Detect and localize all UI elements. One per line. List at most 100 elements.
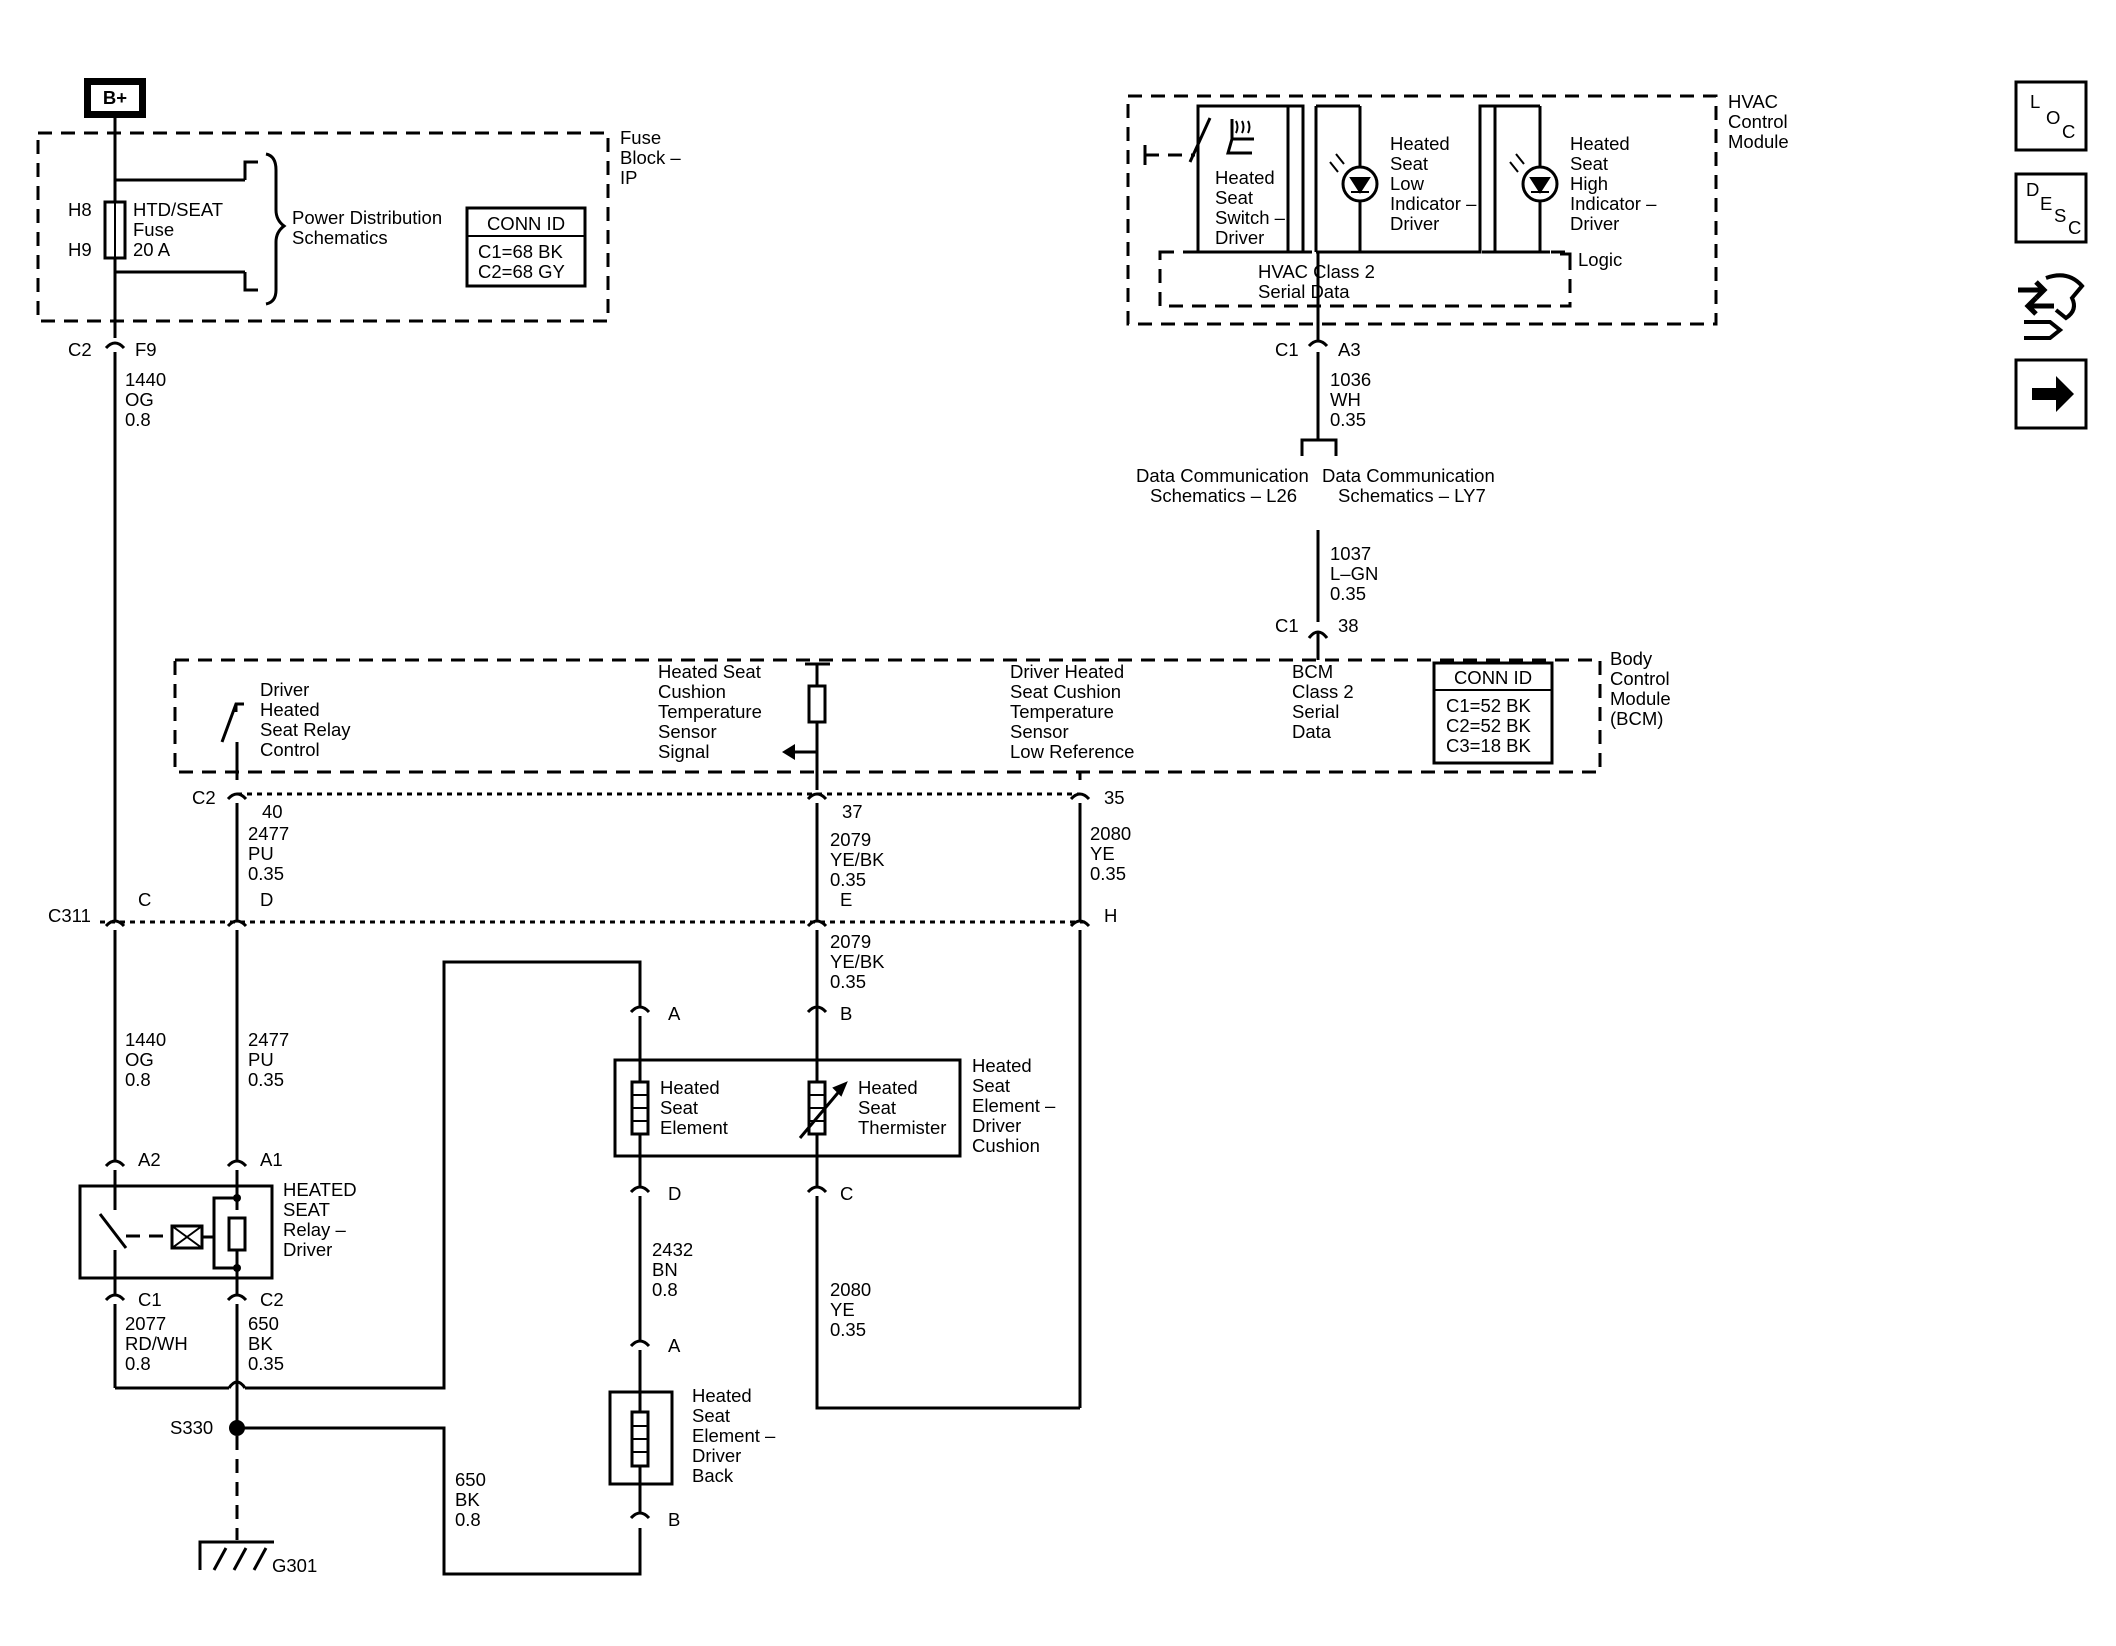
hvac-serial-1: HVAC Class 2 [1258, 261, 1375, 282]
mid-harness: 2477 PU 0.35 2079 YE/BK 0.35 2080 YE 0.3… [48, 803, 1131, 1408]
wire-1440-size: 0.8 [125, 409, 151, 430]
cushion-name-5: Cushion [972, 1135, 1040, 1156]
wire-650b-size: 0.8 [455, 1509, 481, 1530]
cushion-pin-b: B [840, 1003, 852, 1024]
wire-1440b-color: OG [125, 1049, 154, 1070]
relay-pin-c1: C1 [138, 1289, 162, 1310]
wire-650b-color: BK [455, 1489, 480, 1510]
sensor-signal-1: Heated Seat [658, 661, 761, 682]
wire-2477-color: PU [248, 843, 274, 864]
high-label-1: Heated [1570, 133, 1630, 154]
heated-seat-relay: A2 A1 HEATED SEAT Relay – Driver C1 C2 2… [78, 960, 642, 1576]
relay-name-3: Relay – [283, 1219, 346, 1240]
power-dist-1[interactable]: Power Distribution [292, 207, 442, 228]
power-dist-2[interactable]: Schematics [292, 227, 388, 248]
bcm-conn-c3: C3=18 BK [1446, 735, 1532, 756]
bcm-conn-c2: C2=52 BK [1446, 715, 1532, 736]
c311-pin-e: E [840, 889, 852, 910]
fuse-block-label-2: Block – [620, 147, 681, 168]
fuse-conn-c1: C1=68 BK [478, 241, 564, 262]
description-button[interactable]: D E S C [2014, 172, 2088, 244]
logic-label: Logic [1578, 249, 1622, 270]
bcm-label-3: Module [1610, 688, 1671, 709]
cushion-name-1: Heated [972, 1055, 1032, 1076]
pin-h9: H9 [68, 239, 92, 260]
switch-box [1196, 104, 1305, 254]
element-label-3: Element [660, 1117, 728, 1138]
pin-35: 35 [1104, 787, 1125, 808]
bcm-label-2: Control [1610, 668, 1670, 689]
wire-2080-size: 0.35 [1090, 863, 1126, 884]
back-name-2: Seat [692, 1405, 730, 1426]
high-label-3: High [1570, 173, 1608, 194]
arrow-right-icon [2032, 376, 2074, 412]
relay-pin-c2: C2 [260, 1289, 284, 1310]
dc-right-1[interactable]: Data Communication [1322, 465, 1495, 486]
next-page-button[interactable] [2014, 358, 2088, 430]
thermistor-label-1: Heated [858, 1077, 918, 1098]
low-ref-2: Seat Cushion [1010, 681, 1121, 702]
wire-2079b-size: 0.35 [830, 971, 866, 992]
fuse-name-1: HTD/SEAT [133, 199, 223, 220]
loc-letter-c: C [2062, 121, 2075, 142]
hvac-label-2: Control [1728, 111, 1788, 132]
bcm-serial-2: Class 2 [1292, 681, 1354, 702]
body-control-module: Body Control Module (BCM) Driver Heated … [173, 648, 1671, 822]
c311-pin-d: D [260, 889, 273, 910]
relay-pin-a1: A1 [260, 1149, 283, 1170]
relay-pin-a2: A2 [138, 1149, 161, 1170]
conn-c2-top: C2 [68, 339, 92, 360]
fuse-name-2: Fuse [133, 219, 174, 240]
dc-left-1[interactable]: Data Communication [1136, 465, 1309, 486]
fuse-block-label-1: Fuse [620, 127, 661, 148]
wire-2079b-num: 2079 [830, 931, 871, 952]
conn-c311: C311 [48, 905, 91, 926]
pullup-resistor-icon [807, 684, 827, 724]
bcm-label-1: Body [1610, 648, 1653, 669]
wire-2079-num: 2079 [830, 829, 871, 850]
connector-tools-icon[interactable] [2018, 273, 2085, 340]
element-label-2: Seat [660, 1097, 698, 1118]
wire-650-num: 650 [248, 1313, 279, 1334]
sensor-signal-4: Sensor [658, 721, 717, 742]
pin-f9: F9 [135, 339, 157, 360]
high-label-2: Seat [1570, 153, 1608, 174]
wire-2432-num: 2432 [652, 1239, 693, 1260]
switch-label-1: Heated [1215, 167, 1275, 188]
low-ref-5: Low Reference [1010, 741, 1134, 762]
fuse-conn-id-box [465, 206, 587, 288]
relay-ctrl-1: Driver [260, 679, 309, 700]
desc-letter-d: D [2026, 179, 2039, 200]
wire-1440-color: OG [125, 389, 154, 410]
cushion-pin-a: A [668, 1003, 681, 1024]
wire-650b-num: 650 [455, 1469, 486, 1490]
hvac-label-1: HVAC [1728, 91, 1778, 112]
wire-2079-color: YE/BK [830, 849, 885, 870]
relay-ctrl-2: Heated [260, 699, 320, 720]
bcm-serial-3: Serial [1292, 701, 1339, 722]
low-ref-1: Driver Heated [1010, 661, 1124, 682]
cushion-box [613, 1058, 962, 1158]
thermistor-label-3: Thermister [858, 1117, 946, 1138]
bplus-label: B+ [103, 87, 127, 108]
dc-right-2[interactable]: Schematics – LY7 [1338, 485, 1486, 506]
fuse-conn-c2: C2=68 GY [478, 261, 565, 282]
wire-1036-color: WH [1330, 389, 1361, 410]
location-button[interactable]: L O C [2014, 80, 2088, 152]
cushion-name-3: Element – [972, 1095, 1056, 1116]
dc-left-2[interactable]: Schematics – L26 [1150, 485, 1297, 506]
thermistor-label-2: Seat [858, 1097, 896, 1118]
pin-40: 40 [262, 801, 283, 822]
wire-2077-color: RD/WH [125, 1333, 188, 1354]
desc-letter-c: C [2068, 217, 2081, 238]
bcm-boundary [173, 658, 1602, 774]
wire-2432-size: 0.8 [652, 1279, 678, 1300]
fuse-block-boundary [36, 131, 610, 323]
back-name-4: Driver [692, 1445, 741, 1466]
fuse-block-label-3: IP [620, 167, 637, 188]
bcm-conn-id-box [1432, 661, 1554, 765]
pin-h8: H8 [68, 199, 92, 220]
wire-2477-num: 2477 [248, 823, 289, 844]
cushion-pin-c: C [840, 1183, 853, 1204]
